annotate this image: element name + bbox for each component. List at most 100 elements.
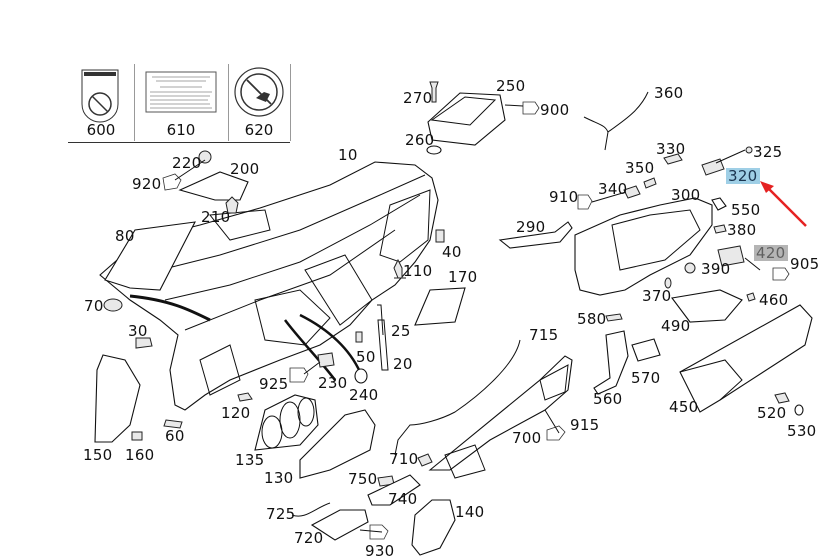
side-cover-part-150[interactable]	[94, 354, 141, 443]
callout-915[interactable]: 915	[570, 416, 600, 434]
callout-715[interactable]: 715	[529, 326, 559, 344]
gear-part-390[interactable]	[684, 262, 696, 274]
callout-135[interactable]: 135	[235, 451, 265, 469]
callout-300[interactable]: 300	[671, 186, 701, 204]
callout-370[interactable]: 370	[642, 287, 672, 305]
callout-530[interactable]: 530	[787, 422, 817, 440]
lock-part-420[interactable]	[717, 245, 745, 267]
callout-490[interactable]: 490	[661, 317, 691, 335]
panel-part-720[interactable]	[310, 509, 369, 541]
callout-325[interactable]: 325	[753, 143, 783, 161]
bumper-part-520[interactable]	[774, 392, 790, 404]
display-unit-part-250[interactable]	[427, 92, 506, 146]
wiring-part-725[interactable]	[291, 502, 331, 517]
callout-550[interactable]: 550	[731, 201, 761, 219]
callout-170[interactable]: 170	[448, 268, 478, 286]
callout-210[interactable]: 210	[201, 208, 231, 226]
callout-900[interactable]: 900	[540, 101, 570, 119]
console-trim-part-140[interactable]	[411, 499, 456, 556]
cap-part-550[interactable]	[711, 197, 727, 211]
ring-part-240[interactable]	[354, 368, 368, 384]
callout-910[interactable]: 910	[549, 188, 579, 206]
callout-220[interactable]: 220	[172, 154, 202, 172]
vent-part-70[interactable]	[103, 298, 123, 312]
callout-110[interactable]: 110	[403, 262, 433, 280]
callout-80[interactable]: 80	[115, 227, 135, 245]
screw-part-110[interactable]	[393, 258, 406, 279]
display-part-170[interactable]	[414, 287, 466, 326]
callout-560[interactable]: 560	[593, 390, 623, 408]
clip-part-30[interactable]	[135, 337, 153, 349]
grommet-part-260[interactable]	[426, 145, 442, 155]
bracket-part-560[interactable]	[593, 330, 629, 395]
bushing-part-370[interactable]	[664, 277, 672, 289]
connector-part-350[interactable]	[643, 177, 657, 189]
callout-720[interactable]: 720	[294, 529, 324, 547]
callout-25[interactable]: 25	[391, 322, 411, 340]
callout-10[interactable]: 10	[338, 146, 358, 164]
callout-290[interactable]: 290	[516, 218, 546, 236]
callout-360[interactable]: 360	[654, 84, 684, 102]
clip-part-460[interactable]	[746, 292, 756, 302]
instrument-cluster-part-130[interactable]	[299, 409, 376, 479]
callout-150[interactable]: 150	[83, 446, 113, 464]
callout-925[interactable]: 925	[259, 375, 289, 393]
defroster-cover-part-80[interactable]	[104, 221, 196, 291]
callout-160[interactable]: 160	[125, 446, 155, 464]
clip-part-210[interactable]	[225, 196, 239, 214]
callout-390[interactable]: 390	[701, 260, 731, 278]
callout-920[interactable]: 920	[132, 175, 162, 193]
glovebox-housing-part-300[interactable]	[574, 197, 713, 296]
trim-part-740[interactable]	[367, 474, 421, 506]
callout-50[interactable]: 50	[356, 348, 376, 366]
screw-part-25[interactable]	[377, 304, 384, 336]
callout-350[interactable]: 350	[625, 159, 655, 177]
bolt-part-580[interactable]	[605, 313, 623, 322]
screw-part-380[interactable]	[713, 224, 727, 234]
legend-item-610[interactable]: 610	[134, 64, 229, 141]
callout-930[interactable]: 930	[365, 542, 395, 560]
callout-200[interactable]: 200	[230, 160, 260, 178]
callout-140[interactable]: 140	[455, 503, 485, 521]
callout-70[interactable]: 70	[84, 297, 104, 315]
sensor-part-340[interactable]	[623, 185, 641, 199]
washer-part-530[interactable]	[794, 404, 804, 416]
callout-40[interactable]: 40	[442, 243, 462, 261]
callout-130[interactable]: 130	[264, 469, 294, 487]
callout-580[interactable]: 580	[577, 310, 607, 328]
callout-270[interactable]: 270	[403, 89, 433, 107]
screw-part-270[interactable]	[429, 81, 439, 103]
callout-460[interactable]: 460	[759, 291, 789, 309]
switch-part-330[interactable]	[663, 153, 683, 165]
callout-905[interactable]: 905	[790, 255, 820, 273]
callout-570[interactable]: 570	[631, 369, 661, 387]
clip-part-120[interactable]	[237, 392, 253, 402]
clip-part-50[interactable]	[355, 331, 363, 343]
callout-120[interactable]: 120	[221, 404, 251, 422]
clip-part-40[interactable]	[435, 229, 445, 243]
callout-230[interactable]: 230	[318, 374, 348, 392]
callout-320[interactable]: 320	[726, 167, 760, 185]
glovebox-lid-part-450[interactable]	[679, 304, 813, 413]
callout-240[interactable]: 240	[349, 386, 379, 404]
switch-part-710[interactable]	[417, 453, 433, 467]
switch-panel-part-570[interactable]	[631, 338, 661, 362]
wiring-part-360[interactable]	[583, 91, 649, 151]
wiring-part-715[interactable]	[394, 339, 521, 456]
callout-30[interactable]: 30	[128, 322, 148, 340]
callout-380[interactable]: 380	[727, 221, 757, 239]
duct-part-290[interactable]	[498, 221, 573, 249]
callout-340[interactable]: 340	[598, 180, 628, 198]
dashboard-part-10[interactable]	[99, 161, 439, 411]
cover-panel-part-200[interactable]	[178, 171, 249, 201]
callout-20[interactable]: 20	[393, 355, 413, 373]
screw-part-325[interactable]	[745, 146, 753, 154]
clip-part-160[interactable]	[131, 431, 143, 441]
callout-710[interactable]: 710	[389, 450, 419, 468]
callout-450[interactable]: 450	[669, 398, 699, 416]
bracket-part-490[interactable]	[671, 289, 743, 323]
clip-part-220[interactable]	[198, 150, 212, 164]
callout-725[interactable]: 725	[266, 505, 296, 523]
switch-part-230[interactable]	[317, 352, 335, 368]
center-trim-part-700[interactable]	[428, 355, 573, 479]
